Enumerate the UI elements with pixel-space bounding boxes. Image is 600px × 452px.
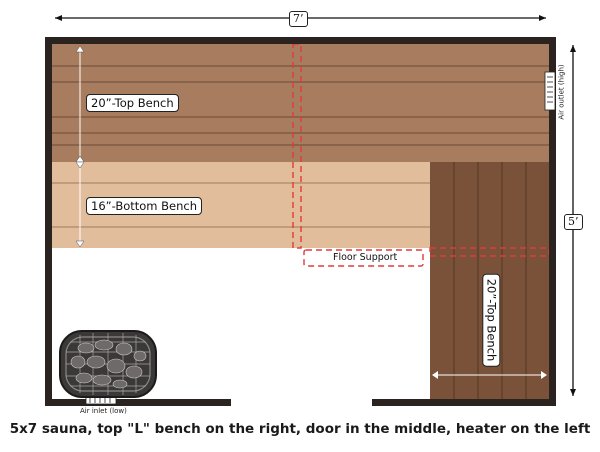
air-outlet-vent bbox=[544, 71, 556, 111]
bottom-bench-label: 16”-Bottom Bench bbox=[86, 197, 203, 215]
right-top-bench-label: 20”-Top Bench bbox=[482, 273, 501, 367]
bottom-bench-slats bbox=[52, 182, 430, 228]
walls bbox=[45, 37, 556, 406]
width-dimension-label: 7’ bbox=[289, 11, 308, 27]
top-bench-label: 20”-Top Bench bbox=[86, 94, 179, 112]
floor-support-label: Floor Support bbox=[333, 252, 398, 263]
height-dimension-label: 5’ bbox=[564, 214, 583, 230]
diagram-caption: 5x7 sauna, top "L" bench on the right, d… bbox=[9, 421, 591, 437]
air-outlet-label: Air outlet (high) bbox=[557, 64, 566, 120]
depth-marker-arrows bbox=[75, 45, 85, 248]
air-inlet-label: Air inlet (low) bbox=[80, 407, 127, 415]
right-bench-depth-marker bbox=[432, 371, 547, 379]
right-bench-slats bbox=[453, 162, 527, 399]
heater-icon bbox=[59, 330, 157, 398]
